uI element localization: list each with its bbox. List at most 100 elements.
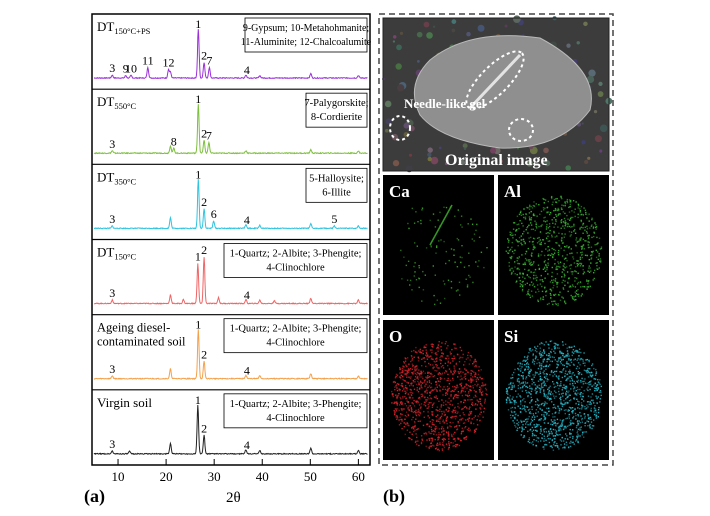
sem-texture-grain xyxy=(384,128,389,133)
eds-signal-dot xyxy=(428,371,430,374)
eds-signal-dot xyxy=(436,357,438,359)
eds-signal-dot xyxy=(439,372,441,375)
eds-signal-dot xyxy=(416,387,418,389)
eds-signal-dot xyxy=(512,415,514,417)
eds-signal-dot xyxy=(410,355,413,357)
eds-signal-dot xyxy=(420,403,423,405)
eds-signal-dot xyxy=(422,395,424,397)
eds-signal-dot xyxy=(418,267,420,269)
eds-signal-dot xyxy=(576,252,578,254)
eds-signal-dot xyxy=(410,382,412,385)
eds-signal-dot xyxy=(590,371,593,373)
eds-signal-dot xyxy=(446,416,449,418)
eds-signal-dot xyxy=(514,417,516,420)
eds-signal-dot xyxy=(407,401,410,403)
eds-signal-dot xyxy=(574,412,577,415)
eds-signal-dot xyxy=(587,401,589,403)
eds-signal-dot xyxy=(406,370,408,372)
eds-signal-dot xyxy=(566,271,569,273)
eds-signal-dot xyxy=(527,207,529,209)
eds-signal-dot xyxy=(546,380,548,382)
eds-signal-dot xyxy=(437,344,440,346)
eds-signal-dot xyxy=(560,351,563,353)
eds-signal-dot xyxy=(474,404,476,406)
eds-signal-dot xyxy=(574,280,576,282)
eds-signal-dot xyxy=(560,352,562,355)
eds-signal-dot xyxy=(417,397,420,399)
eds-signal-dot xyxy=(577,388,579,391)
eds-signal-dot xyxy=(541,386,543,389)
eds-signal-dot xyxy=(422,352,424,355)
eds-signal-dot xyxy=(400,413,402,415)
eds-signal-dot xyxy=(532,434,534,436)
sem-texture-grain xyxy=(581,140,586,145)
eds-signal-dot xyxy=(541,378,543,381)
eds-signal-dot xyxy=(569,428,571,431)
eds-signal-dot xyxy=(569,267,572,270)
eds-signal-dot xyxy=(558,209,560,211)
eds-signal-dot xyxy=(417,380,419,383)
eds-signal-dot xyxy=(413,405,416,407)
eds-signal-dot xyxy=(403,373,406,375)
eds-signal-dot xyxy=(557,226,559,228)
eds-signal-dot xyxy=(546,378,549,380)
eds-signal-dot xyxy=(543,413,545,416)
eds-signal-dot xyxy=(519,426,521,429)
eds-signal-dot xyxy=(522,280,524,283)
eds-signal-dot xyxy=(559,419,561,421)
eds-signal-dot xyxy=(554,412,556,414)
sem-texture-grain xyxy=(504,24,508,28)
legend-box xyxy=(223,393,368,429)
eds-signal-dot xyxy=(425,376,427,378)
eds-signal-dot xyxy=(539,354,541,356)
eds-signal-dot xyxy=(577,407,579,409)
eds-signal-dot xyxy=(568,346,570,348)
panel-a-label: (a) xyxy=(84,486,105,507)
eds-signal-dot xyxy=(469,429,471,431)
eds-signal-dot xyxy=(460,375,462,377)
eds-signal-dot xyxy=(594,390,596,392)
eds-signal-dot xyxy=(544,242,546,245)
eds-signal-dot xyxy=(521,386,524,389)
eds-signal-dot xyxy=(567,378,570,380)
eds-signal-dot xyxy=(519,280,521,282)
eds-signal-dot xyxy=(447,448,450,451)
eds-signal-dot xyxy=(415,409,417,412)
sem-texture-grain xyxy=(416,31,423,38)
eds-signal-dot xyxy=(409,431,411,433)
eds-signal-dot xyxy=(430,390,432,393)
eds-signal-dot xyxy=(588,280,590,282)
eds-signal-dot xyxy=(589,384,591,386)
eds-signal-dot xyxy=(567,391,569,394)
eds-signal-dot xyxy=(398,388,400,390)
eds-signal-dot xyxy=(549,288,551,291)
eds-signal-dot xyxy=(484,387,487,390)
eds-signal-dot xyxy=(558,249,560,252)
eds-signal-dot xyxy=(576,425,578,427)
eds-signal-dot xyxy=(452,410,455,412)
eds-signal-dot xyxy=(436,370,438,372)
eds-signal-dot xyxy=(421,300,423,302)
eds-signal-dot xyxy=(411,359,413,361)
eds-signal-dot xyxy=(557,304,559,307)
eds-signal-dot xyxy=(414,378,416,381)
eds-signal-dot xyxy=(524,418,527,421)
eds-signal-dot xyxy=(455,425,457,428)
eds-signal-dot xyxy=(448,368,451,370)
eds-signal-dot xyxy=(430,402,432,404)
eds-signal-dot xyxy=(457,239,460,241)
eds-signal-dot xyxy=(568,265,571,267)
eds-signal-dot xyxy=(453,407,456,409)
eds-signal-dot xyxy=(528,212,531,214)
eds-signal-dot xyxy=(467,399,469,401)
sem-texture-grain xyxy=(594,135,602,143)
eds-signal-dot xyxy=(416,428,418,431)
eds-signal-dot xyxy=(528,367,530,369)
eds-signal-dot xyxy=(471,378,473,380)
eds-signal-dot xyxy=(570,199,572,202)
eds-signal-dot xyxy=(516,260,518,262)
eds-signal-dot xyxy=(404,433,406,436)
eds-signal-dot xyxy=(554,346,556,349)
eds-signal-dot xyxy=(417,440,419,442)
peak-label: 10 xyxy=(125,62,137,76)
